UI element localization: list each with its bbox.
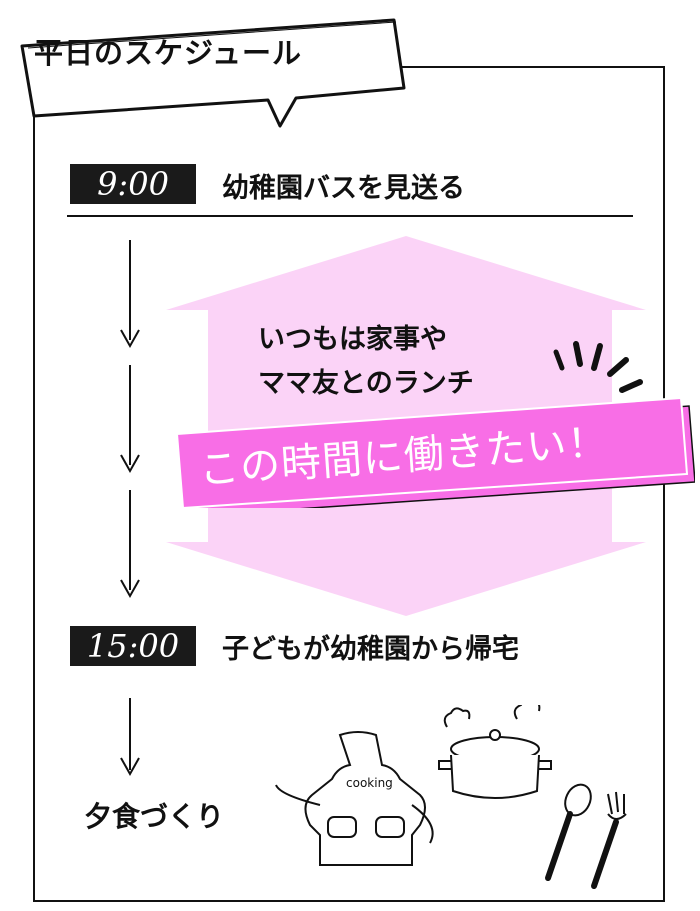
callout-line-2: ママ友とのランチ: [258, 368, 474, 399]
callout-line-1: いつもは家事や: [258, 324, 447, 355]
apron-icon: cooking: [275, 731, 434, 866]
apron-label: cooking: [346, 776, 393, 790]
divider-line: [67, 215, 633, 217]
callout-text: いつもは家事や ママ友とのランチ: [258, 318, 474, 406]
banner-shape: [175, 398, 695, 508]
highlight-banner: この時間に働きたい！: [175, 398, 695, 508]
page-title: 平日のスケジュール: [34, 36, 302, 70]
time-badge-morning: 9:00: [70, 164, 196, 204]
schedule-title-tag: 平日のスケジュール: [8, 18, 406, 128]
pot-icon: [438, 705, 552, 799]
timeline-arrows: [120, 240, 140, 777]
schedule-item-bus: 幼稚園バスを見送る: [222, 173, 465, 204]
spoon-fork-icon: [545, 783, 627, 889]
schedule-item-dinner: 夕食づくり: [84, 800, 225, 833]
speech-bubble-shape: [20, 18, 406, 128]
emphasis-marks-icon: [553, 341, 643, 393]
schedule-item-return: 子どもが幼稚園から帰宅: [222, 634, 519, 665]
time-badge-afternoon: 15:00: [70, 626, 196, 666]
